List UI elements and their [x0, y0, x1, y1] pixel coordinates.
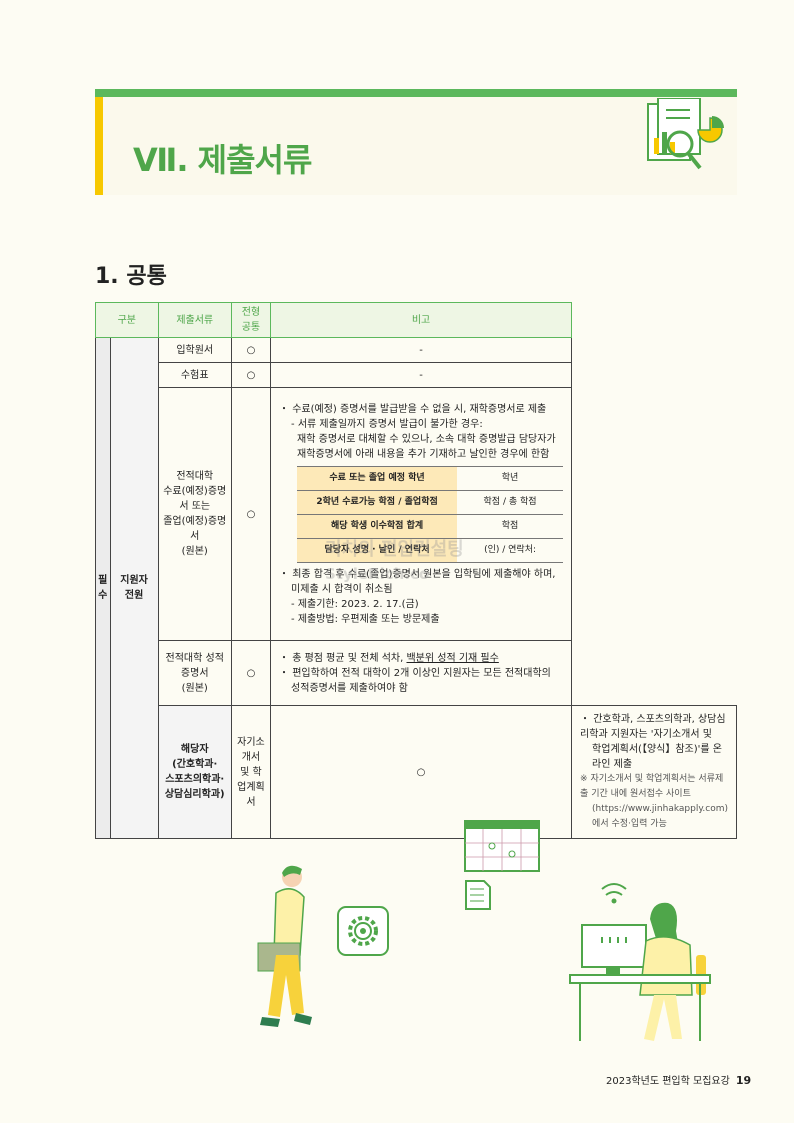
header-remarks: 비고	[270, 302, 573, 338]
note-line: (https://www.jinhakapply.com)에서 수정·입력 가능	[592, 804, 728, 829]
note-line: ・ 수료(예정) 증명서를 발급받을 수 없을 시, 재학증명서로 제출	[279, 403, 547, 415]
mark-cell: ○	[230, 337, 272, 363]
note-cell: ・ 수료(예정) 증명서를 발급받을 수 없을 시, 재학증명서로 제출 - 서…	[270, 387, 573, 641]
table-header-row: 구분 제출서류 전형 공통 비고	[95, 302, 737, 338]
chapter-accent-bar	[95, 97, 103, 195]
page-footer: 2023학년도 편입학 모집요강 19	[606, 1072, 751, 1087]
doc-graduation-certificate: 전적대학 수료(예정)증명서 또는 졸업(예정)증명서 (원본)	[157, 387, 232, 641]
inner-key: 수료 또는 졸업 예정 학년	[297, 465, 458, 490]
note-cell: ・ 총 평점 평균 및 전체 석차, 백분위 성적 기재 필수 ・ 편입학하여 …	[270, 640, 573, 706]
office-illustration	[257, 820, 711, 1041]
mark-cell: ○	[230, 362, 272, 388]
doc-self-introduction: 자기소개서 및 학업계획서	[230, 705, 272, 839]
chapter-title: Ⅶ. 제출서류	[133, 141, 312, 179]
note-emphasis: 백분위 성적 기재 필수	[406, 652, 499, 664]
sub-category-target: 해당자 (간호학과· 스포츠의학과· 상담심리학과)	[157, 705, 232, 839]
inner-key: 2학년 수료가능 학점 / 졸업학점	[297, 489, 458, 514]
gear-icon	[337, 906, 389, 956]
inner-value: 학점	[457, 513, 564, 538]
header-document: 제출서류	[157, 302, 232, 338]
header-common: 전형 공통	[230, 302, 272, 338]
mark-cell: ○	[270, 705, 573, 839]
table-row: 전적대학 성적증명서 (원본) ○ ・ 총 평점 평균 및 전체 석차, 백분위…	[96, 640, 737, 706]
chapter-header	[95, 97, 737, 195]
note-line: ・ 총 평점 평균 및 전체 석차, 백분위 성적 기재 필수	[279, 651, 563, 666]
inner-row: 담당자 성명 · 날인 / 연락처(인) / 연락처:	[297, 537, 564, 563]
inner-value: 학년	[457, 465, 564, 490]
note-line: ・ 편입학하여 전적 대학이 2개 이상인 지원자는 모든 전적대학의	[279, 667, 551, 679]
inner-value: (인) / 연락처:	[457, 537, 564, 563]
inner-key: 담당자 성명 · 날인 / 연락처	[297, 537, 458, 563]
note-line: 성적증명서를 제출하여야 함	[291, 682, 408, 694]
note-line: - 제출기한: 2023. 2. 17.(금)	[291, 598, 419, 610]
table-row: 해당자 (간호학과· 스포츠의학과· 상담심리학과) 자기소개서 및 학업계획서…	[96, 705, 737, 839]
note-line: 학업계획서(【양식】참조)'를 온라인 제출	[592, 744, 722, 770]
report-magnifier-icon	[647, 98, 724, 170]
table-row: 필 수 지원자 전원 입학원서 ○ -	[95, 337, 737, 839]
footer-text: 2023학년도 편입학 모집요강	[606, 1076, 730, 1087]
walking-man-figure	[257, 865, 312, 1027]
note-text: ・ 총 평점 평균 및 전체 석차,	[279, 652, 407, 664]
category-required: 필 수	[95, 337, 111, 839]
sub-category-all: 지원자 전원	[109, 337, 159, 839]
table-row: 수험표 ○ -	[96, 362, 737, 388]
note-line: ・ 최종 합격 후 수료(졸업)증명서 원본을 입학팀에 제출해야 하며,	[279, 568, 556, 580]
note-line: - 서류 제출일까지 증명서 발급이 불가한 경우:	[291, 418, 483, 430]
note-line: ・ 간호학과, 스포츠의학과, 상담심리학과 지원자는 '자기소개서 및	[580, 714, 726, 740]
mark-cell: ○	[230, 640, 272, 706]
section-title: 1. 공통	[95, 264, 167, 289]
note-cell: -	[270, 337, 573, 363]
note-line: - 제출방법: 우편제출 또는 방문제출	[291, 613, 440, 625]
doc-admission-ticket: 수험표	[157, 362, 232, 388]
note-cell: -	[270, 362, 573, 388]
table-row: 전적대학 수료(예정)증명서 또는 졸업(예정)증명서 (원본) ○ ・ 수료(…	[96, 387, 737, 641]
note-cell: ・ 간호학과, 스포츠의학과, 상담심리학과 지원자는 '자기소개서 및 학업계…	[571, 705, 737, 839]
note-line: 재학증명서에 아래 내용을 추가 기재하고 날인한 경우에 한함	[297, 448, 550, 460]
page-number: 19	[735, 1074, 752, 1087]
note-line: 미제출 시 합격이 취소됨	[291, 583, 393, 595]
doc-transcript: 전적대학 성적증명서 (원본)	[157, 640, 232, 706]
documents-table: 구분 제출서류 전형 공통 비고 필 수 지원자 전원 입학원서 ○ - 수험표…	[95, 302, 737, 839]
inner-key: 해당 학생 이수학점 합계	[297, 513, 458, 538]
desk-woman-figure	[569, 883, 711, 1041]
chapter-top-bar	[95, 89, 737, 97]
header-category: 구분	[95, 302, 159, 338]
mark-cell: ○	[230, 387, 272, 641]
note-line: ※ 자기소개서 및 학업계획서는 서류제출 기간 내에 원서접수 사이트	[580, 774, 724, 799]
note-line: 재학 증명서로 대체할 수 있으나, 소속 대학 증명발급 담당자가	[297, 433, 556, 445]
calendar-icon	[464, 820, 540, 872]
doc-application-form: 입학원서	[157, 337, 232, 363]
inner-value: 학점 / 총 학점	[457, 489, 564, 514]
document-icon	[465, 880, 491, 910]
